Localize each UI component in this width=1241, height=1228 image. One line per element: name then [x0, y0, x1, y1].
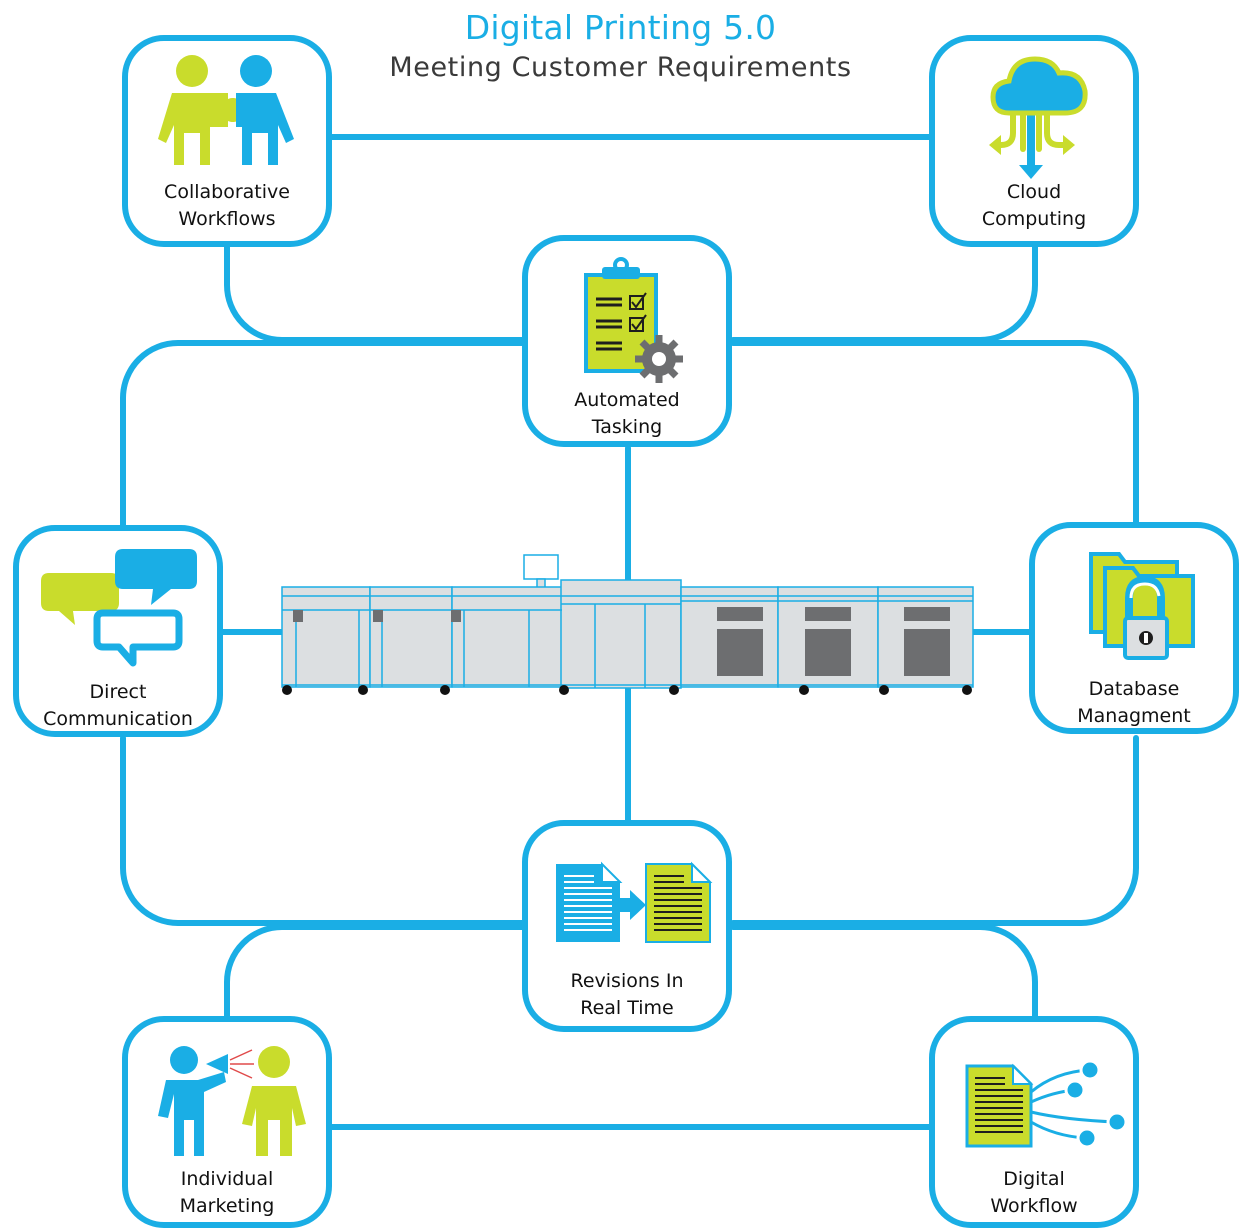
node-label: Collaborative Workflows — [128, 179, 326, 233]
node-label-line1: Direct — [89, 681, 147, 703]
node-revisions-real-time: Revisions In Real Time — [522, 820, 732, 1032]
node-label-line1: Revisions In — [570, 970, 684, 992]
node-label-line2: Computing — [981, 208, 1087, 230]
node-label: Cloud Computing — [935, 179, 1133, 233]
node-individual-marketing: Individual Marketing — [122, 1016, 332, 1228]
node-label-line2: Managment — [1077, 705, 1191, 727]
document-transfer-icon — [556, 861, 713, 943]
node-label-line2: Real Time — [580, 997, 674, 1019]
cloud-arrows-icon — [989, 56, 1088, 179]
node-label: Automated Tasking — [528, 387, 726, 441]
node-label-line1: Individual — [180, 1168, 274, 1190]
node-label-line1: Automated — [574, 389, 680, 411]
node-label: Database Managment — [1035, 676, 1233, 730]
node-digital-workflow: Digital Workflow — [929, 1016, 1139, 1228]
node-label-line2: Workflow — [990, 1195, 1078, 1217]
node-label: Revisions In Real Time — [528, 968, 726, 1022]
page-title: Digital Printing 5.0 — [464, 8, 777, 47]
digital-press-printer — [281, 554, 974, 695]
node-label-line1: Digital — [1003, 1168, 1065, 1190]
node-label-line2: Marketing — [179, 1195, 275, 1217]
megaphone-people-icon — [158, 1046, 306, 1156]
node-label-line1: Collaborative — [164, 181, 290, 203]
node-label: Individual Marketing — [128, 1166, 326, 1220]
clipboard-gear-icon — [584, 257, 683, 383]
two-people-puzzle-icon — [158, 55, 294, 165]
node-direct-communication: Direct Communication — [13, 525, 223, 737]
node-label-line1: Cloud — [1006, 181, 1062, 203]
node-label-line1: Database — [1088, 678, 1180, 700]
speech-bubbles-icon — [41, 549, 197, 667]
node-collaborative-workflows: Collaborative Workflows — [122, 35, 332, 247]
folder-lock-icon — [1089, 552, 1195, 660]
node-cloud-computing: Cloud Computing — [929, 35, 1139, 247]
document-network-icon — [965, 1059, 1128, 1149]
node-label: Digital Workflow — [935, 1166, 1133, 1220]
node-label: Direct Communication — [19, 679, 217, 733]
node-label-line2: Workflows — [178, 208, 276, 230]
node-database-management: Database Managment — [1029, 522, 1239, 734]
node-automated-tasking: Automated Tasking — [522, 235, 732, 447]
node-label-line2: Tasking — [591, 416, 663, 438]
page-subtitle: Meeting Customer Requirements — [389, 52, 852, 83]
node-label-line2: Communication — [43, 708, 193, 730]
